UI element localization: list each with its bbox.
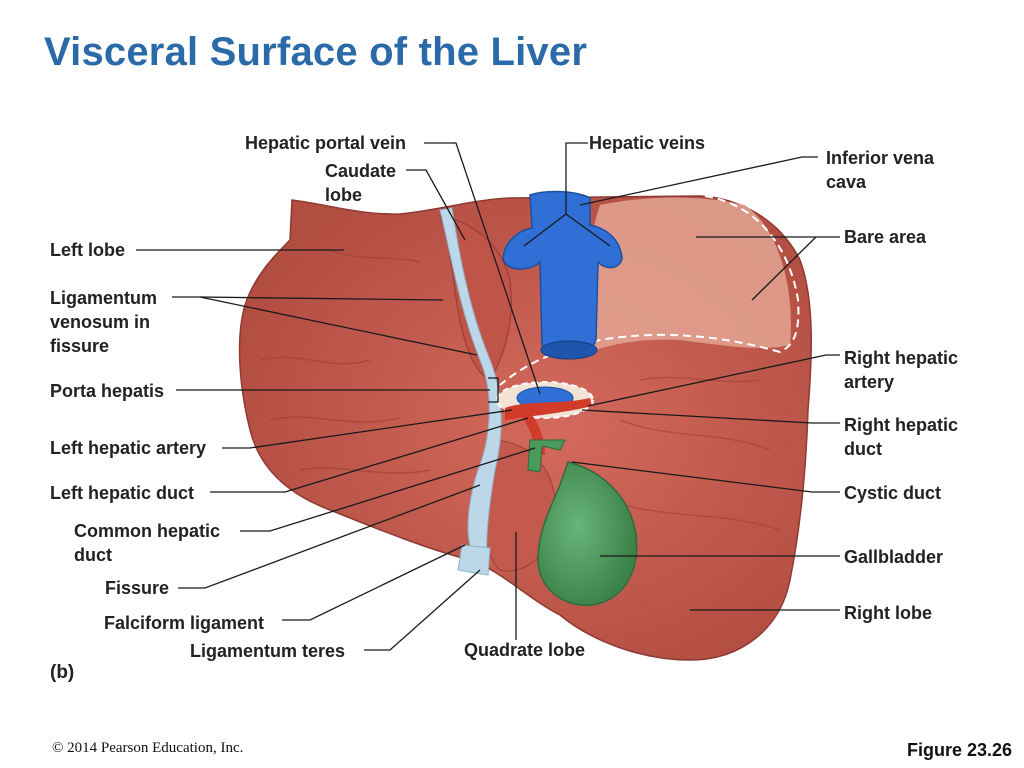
label-right-hepatic-artery: Right hepatic artery: [844, 348, 959, 392]
label-common-hepatic-duct: Common hepatic duct: [74, 521, 221, 565]
figure-number: Figure 23.26: [906, 740, 1012, 760]
label-bare-area: Bare area: [844, 227, 927, 247]
label-gallbladder: Gallbladder: [844, 547, 944, 567]
label-cystic-duct: Cystic duct: [844, 483, 942, 503]
label-inferior-vena-cava: Inferior vena cava: [826, 148, 935, 192]
label-left-hepatic-duct: Left hepatic duct: [50, 483, 195, 503]
copyright-notice: © 2014 Pearson Education, Inc.: [52, 740, 244, 756]
page-title: Visceral Surface of the Liver: [44, 30, 588, 74]
label-caudate-lobe: Caudate lobe: [325, 161, 397, 205]
label-quadrate-lobe: Quadrate lobe: [464, 640, 586, 660]
label-hepatic-veins: Hepatic veins: [589, 133, 706, 153]
label-left-hepatic-artery: Left hepatic artery: [50, 438, 207, 458]
label-falciform-ligament: Falciform ligament: [104, 613, 265, 633]
gallbladder-shape: [537, 461, 638, 606]
label-fissure: Fissure: [105, 578, 170, 598]
label-right-hepatic-duct: Right hepatic duct: [844, 415, 959, 459]
bare-area-region: [588, 197, 791, 350]
label-hepatic-portal-vein: Hepatic portal vein: [245, 133, 407, 153]
label-ligamentum-venosum: Ligamentum venosum in fissure: [50, 288, 158, 356]
label-porta-hepatis: Porta hepatis: [50, 381, 165, 401]
panel-label: (b): [50, 662, 75, 683]
label-left-lobe: Left lobe: [50, 240, 125, 260]
label-right-lobe: Right lobe: [844, 603, 932, 623]
label-ligamentum-teres: Ligamentum teres: [190, 641, 346, 661]
